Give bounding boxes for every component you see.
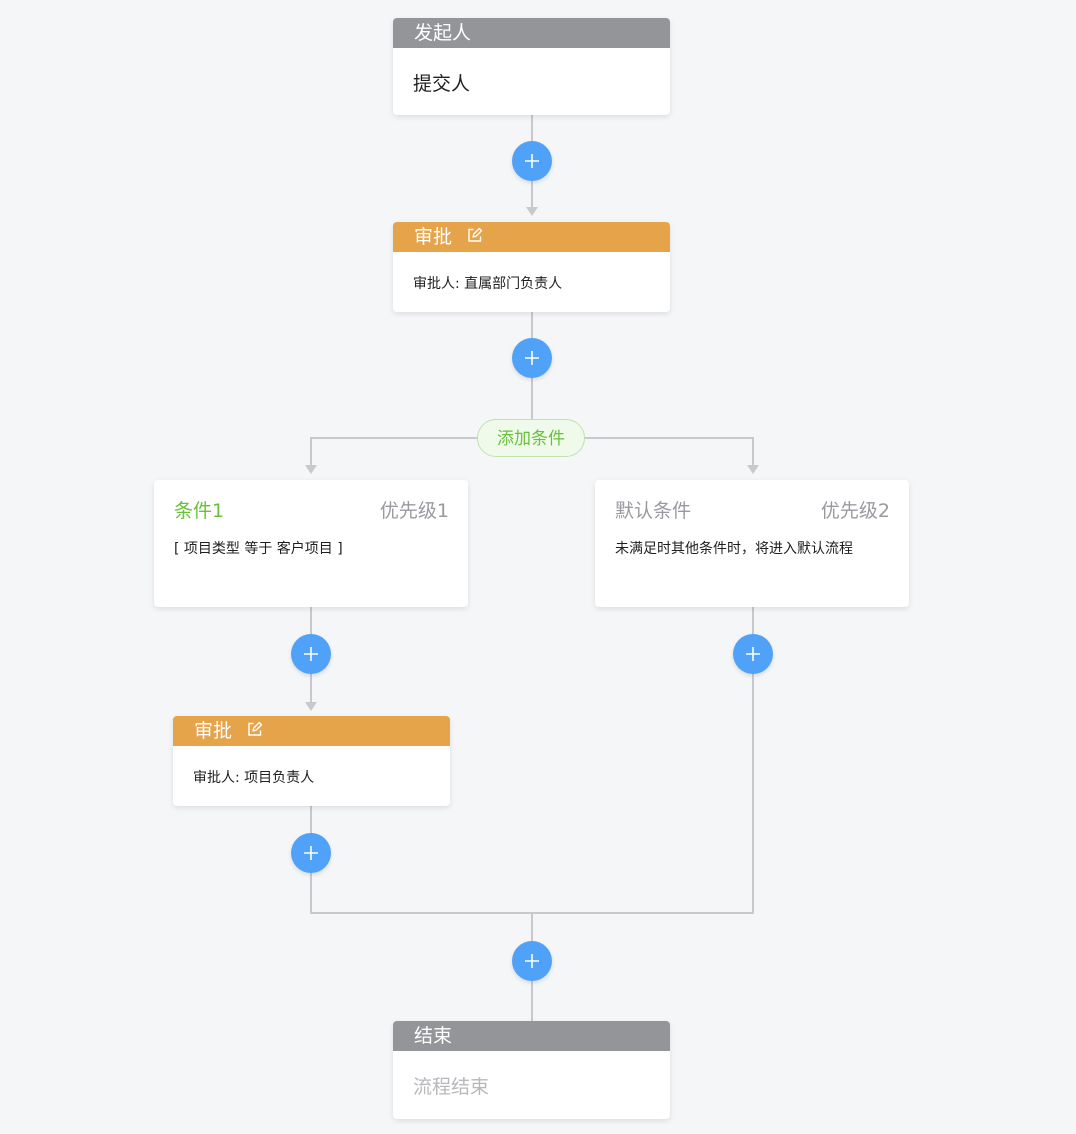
plus-icon: [525, 351, 539, 365]
connector-line: [310, 437, 312, 467]
approver-text: 审批人: 项目负责人: [193, 770, 315, 786]
condition-description: [ 项目类型 等于 客户项目 ]: [174, 541, 343, 557]
start-node-header: 发起人: [393, 18, 670, 48]
end-node-header: 结束: [393, 1021, 670, 1051]
approval-node-header: 审批: [393, 222, 670, 252]
edit-icon[interactable]: [246, 717, 263, 747]
condition-priority: 优先级1: [379, 500, 449, 522]
approver-text: 审批人: 直属部门负责人: [413, 276, 563, 292]
condition-node-1[interactable]: 条件1 优先级1 [ 项目类型 等于 客户项目 ]: [154, 480, 468, 607]
connector-line: [752, 437, 754, 467]
approval-node-title: 审批: [194, 720, 233, 742]
end-node: 结束 流程结束: [393, 1021, 670, 1119]
plus-icon: [746, 647, 760, 661]
approval-node-body: 审批人: 项目负责人: [173, 746, 450, 787]
add-condition-button[interactable]: 添加条件: [477, 419, 585, 457]
approval-node-title: 审批: [414, 226, 453, 248]
condition-description: 未满足时其他条件时，将进入默认流程: [615, 541, 853, 557]
plus-icon: [304, 846, 318, 860]
condition-node-default[interactable]: 默认条件 优先级2 未满足时其他条件时，将进入默认流程: [595, 480, 909, 607]
edit-icon[interactable]: [466, 223, 483, 253]
add-node-button[interactable]: [512, 141, 552, 181]
arrow-down-icon: [747, 465, 759, 474]
plus-icon: [525, 154, 539, 168]
end-node-content: 流程结束: [413, 1076, 490, 1098]
approval-node[interactable]: 审批 审批人: 项目负责人: [173, 716, 450, 806]
arrow-down-icon: [526, 207, 538, 216]
arrow-down-icon: [305, 702, 317, 711]
start-node-body: 提交人: [393, 48, 670, 96]
add-node-button[interactable]: [512, 338, 552, 378]
start-node-content: 提交人: [413, 73, 471, 95]
end-node-body: 流程结束: [393, 1051, 670, 1099]
add-node-button[interactable]: [291, 634, 331, 674]
add-node-button[interactable]: [512, 941, 552, 981]
start-node[interactable]: 发起人 提交人: [393, 18, 670, 115]
condition-priority: 优先级2: [820, 500, 890, 522]
arrow-down-icon: [305, 465, 317, 474]
end-node-title: 结束: [414, 1025, 453, 1047]
approval-node[interactable]: 审批 审批人: 直属部门负责人: [393, 222, 670, 312]
start-node-title: 发起人: [414, 22, 472, 44]
approval-node-header: 审批: [173, 716, 450, 746]
condition-title: 默认条件: [615, 500, 692, 522]
approval-node-body: 审批人: 直属部门负责人: [393, 252, 670, 293]
condition-title: 条件1: [174, 500, 225, 522]
plus-icon: [304, 647, 318, 661]
plus-icon: [525, 954, 539, 968]
add-node-button[interactable]: [733, 634, 773, 674]
add-node-button[interactable]: [291, 833, 331, 873]
connector-line: [752, 607, 754, 914]
